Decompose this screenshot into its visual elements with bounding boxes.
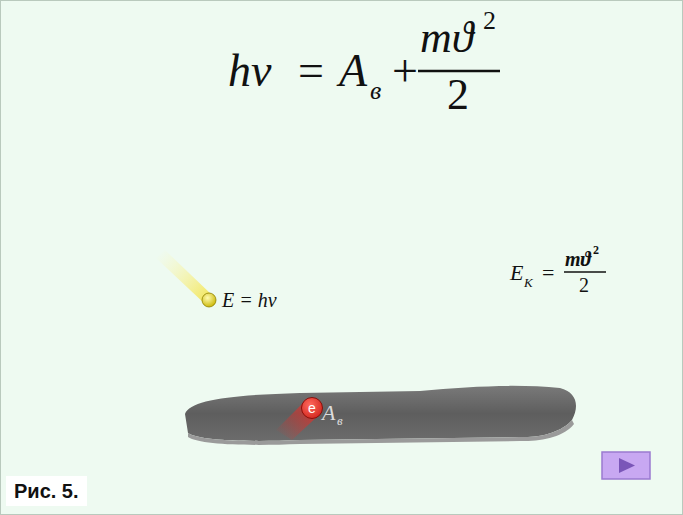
play-button <box>602 452 650 479</box>
photon <box>202 293 216 307</box>
exponent: 2 <box>483 8 496 34</box>
denominator: 2 <box>579 275 589 295</box>
work-function: A <box>322 402 335 424</box>
figure-caption: Рис. 5. <box>6 476 87 506</box>
exponent: 2 <box>593 244 599 256</box>
formula-term: mϑ <box>420 16 473 60</box>
subscript: в <box>337 414 343 427</box>
denominator: 2 <box>447 73 469 117</box>
plate-edge <box>188 420 574 445</box>
equals-sign: = <box>542 262 554 284</box>
electron: e <box>301 397 323 419</box>
fraction-line <box>418 70 500 73</box>
photon-energy: E = hν <box>222 290 277 310</box>
formula-term: A <box>339 48 367 94</box>
subscript: в <box>370 78 381 104</box>
formula-term: hν <box>228 48 271 94</box>
metal-plate <box>185 386 576 441</box>
fraction-line <box>564 271 606 273</box>
electron-symbol: e <box>308 401 316 415</box>
subscript: К <box>524 276 533 289</box>
formula-term: mϑ <box>565 249 591 269</box>
plus-sign: + <box>392 48 418 94</box>
equals-sign: = <box>298 48 324 94</box>
play-triangle <box>619 458 635 473</box>
electron-trail <box>276 402 320 440</box>
formula-term: E <box>510 262 523 284</box>
